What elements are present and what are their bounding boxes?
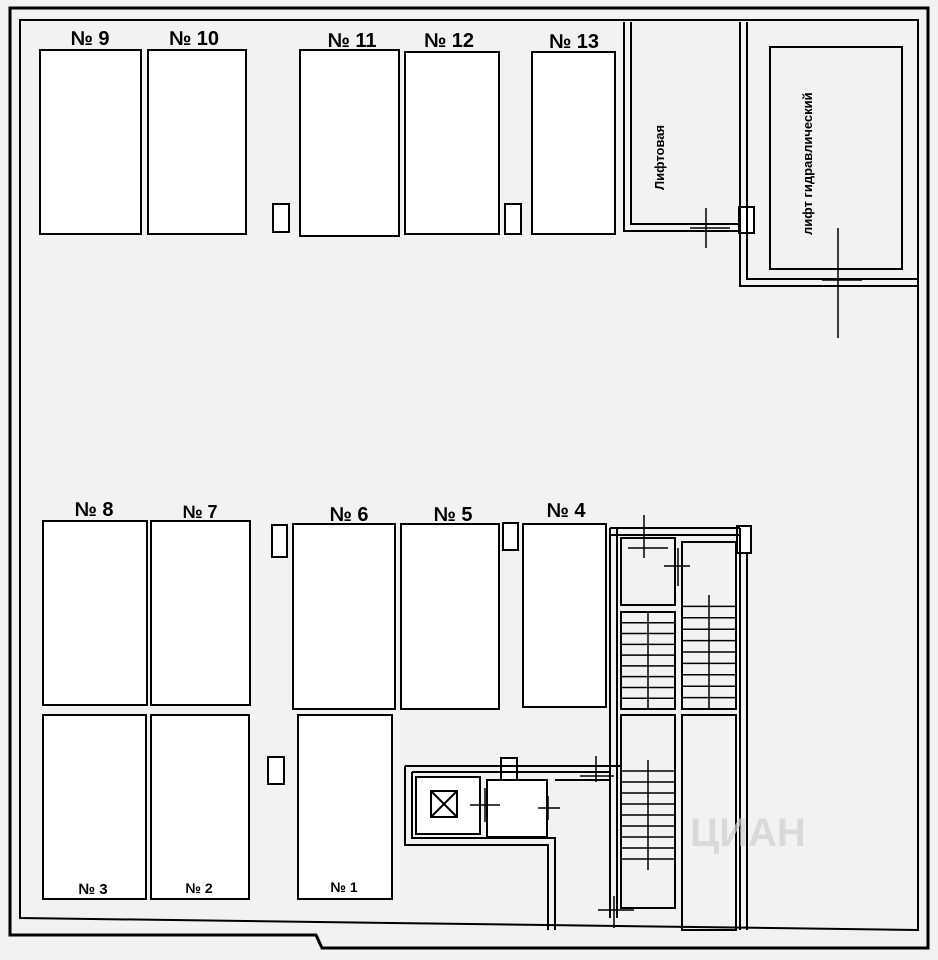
spot-labels: № 1 № 2 № 3 № 4 № 5 № 6 № 7 № 8 № 9 № 10 № 11 № 12 №… — [71, 28, 600, 898]
column — [502, 522, 519, 551]
parking-spot-13 — [531, 51, 616, 235]
parking-spot-label-9: № 9 — [71, 28, 110, 50]
column — [272, 203, 290, 233]
parking-spot-11 — [299, 49, 400, 237]
crosshair-markers — [470, 208, 862, 928]
parking-spot-4 — [522, 523, 607, 708]
parking-spot-label-12: № 12 — [424, 30, 474, 52]
parking-spot-2 — [150, 714, 250, 900]
parking-spot-label-10: № 10 — [169, 28, 219, 50]
parking-spot-label-13: № 13 — [549, 31, 599, 53]
stair-steps — [621, 595, 736, 870]
parking-spot-1 — [297, 714, 393, 900]
parking-spot-label-11: № 11 — [328, 30, 377, 52]
hydraulic-lift-shaft — [769, 46, 903, 270]
parking-spot-7 — [150, 520, 251, 706]
stair-side-room — [681, 714, 737, 931]
parking-spot-10 — [147, 49, 247, 235]
parking-spot-8 — [42, 520, 148, 706]
parking-spot-5 — [400, 523, 500, 710]
watermark: ЦИАН — [690, 811, 806, 855]
parking-spot-label-6: № 6 — [330, 504, 369, 526]
column — [267, 756, 285, 785]
parking-spot-12 — [404, 51, 500, 235]
parking-spot-9 — [39, 49, 142, 235]
parking-spots-bottom-area — [42, 520, 607, 900]
parking-spot-6 — [292, 523, 396, 710]
parking-spot-label-5: № 5 — [434, 504, 473, 526]
stair-flight — [620, 714, 676, 909]
parking-spot-label-3: № 3 — [78, 881, 107, 898]
stair-landing — [620, 537, 676, 606]
parking-spot-label-1: № 1 — [330, 879, 357, 895]
ventilation-block — [404, 765, 620, 930]
parking-spot-label-4: № 4 — [547, 500, 587, 522]
parking-spot-3 — [42, 714, 147, 900]
lift-room — [623, 22, 918, 287]
parking-spot-label-7: № 7 — [182, 502, 217, 522]
hydraulic-lift-label: лифт гидравлический — [800, 92, 815, 235]
column — [271, 524, 288, 558]
column — [504, 203, 522, 235]
outer-walls — [8, 6, 930, 950]
parking-spots-top-row — [39, 49, 616, 237]
parking-spot-label-2: № 2 — [185, 880, 212, 896]
lift-room-label: Лифтовая — [652, 125, 667, 190]
parking-spot-label-8: № 8 — [75, 499, 114, 521]
